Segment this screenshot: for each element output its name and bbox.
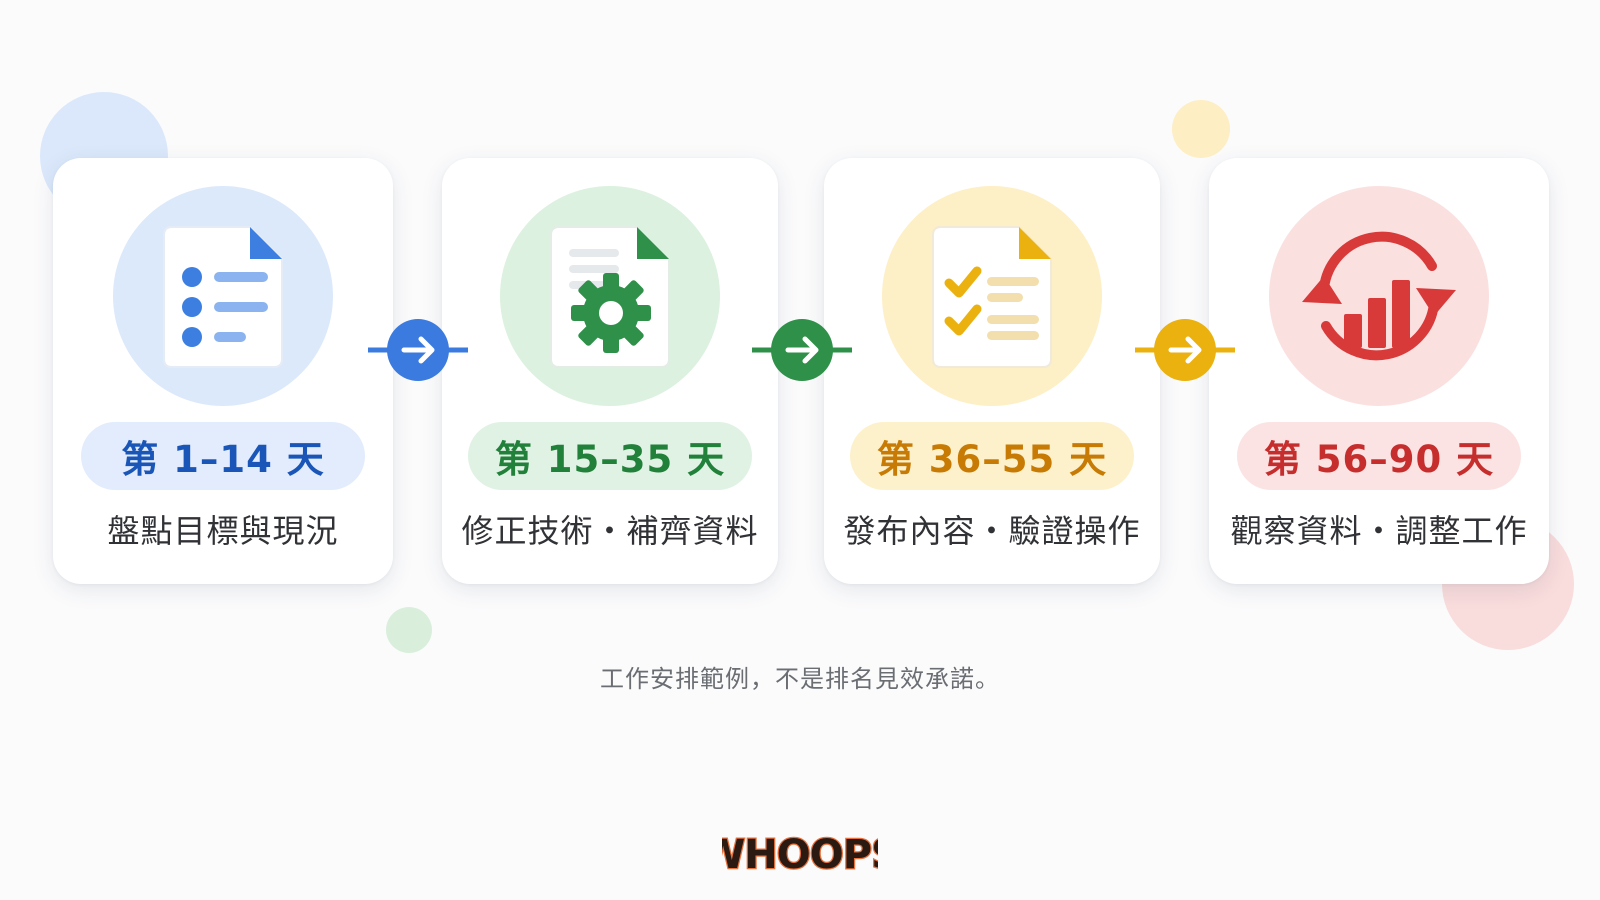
step-range-3: 第 36–55 天 bbox=[850, 422, 1134, 490]
step-description-4: 觀察資料・調整工作 bbox=[1230, 512, 1528, 550]
connector-arrow-3 bbox=[1135, 319, 1235, 381]
connector-arrow-1 bbox=[368, 319, 468, 381]
decor-circle-green bbox=[386, 607, 432, 653]
step-description-2: 修正技術・補齊資料 bbox=[461, 512, 759, 550]
step-card-4: 第 56–90 天 觀察資料・調整工作 bbox=[1209, 158, 1549, 584]
document-gear-icon bbox=[550, 226, 670, 368]
connector-arrow-2 bbox=[752, 319, 852, 381]
icon-circle-1 bbox=[113, 186, 333, 406]
footnote: 工作安排範例，不是排名見效承諾。 bbox=[600, 665, 1000, 693]
icon-circle-4 bbox=[1269, 186, 1489, 406]
step-card-2: 第 15–35 天 修正技術・補齊資料 bbox=[442, 158, 778, 584]
icon-circle-3 bbox=[882, 186, 1102, 406]
logo-text: WHOOPS bbox=[722, 832, 878, 878]
step-description-3: 發布內容・驗證操作 bbox=[843, 512, 1141, 550]
chart-refresh-icon bbox=[1302, 231, 1456, 361]
step-description-1: 盤點目標與現況 bbox=[107, 512, 339, 550]
step-card-1: 第 1–14 天 盤點目標與現況 bbox=[53, 158, 393, 584]
document-checklist-icon bbox=[932, 226, 1052, 368]
document-list-icon bbox=[163, 226, 283, 368]
decor-circle-yellow bbox=[1172, 100, 1230, 158]
whoops-logo: WHOOPS bbox=[722, 831, 878, 878]
icon-circle-2 bbox=[500, 186, 720, 406]
step-range-1: 第 1–14 天 bbox=[81, 422, 365, 490]
step-card-3: 第 36–55 天 發布內容・驗證操作 bbox=[824, 158, 1160, 584]
step-range-2: 第 15–35 天 bbox=[468, 422, 752, 490]
step-range-4: 第 56–90 天 bbox=[1237, 422, 1521, 490]
